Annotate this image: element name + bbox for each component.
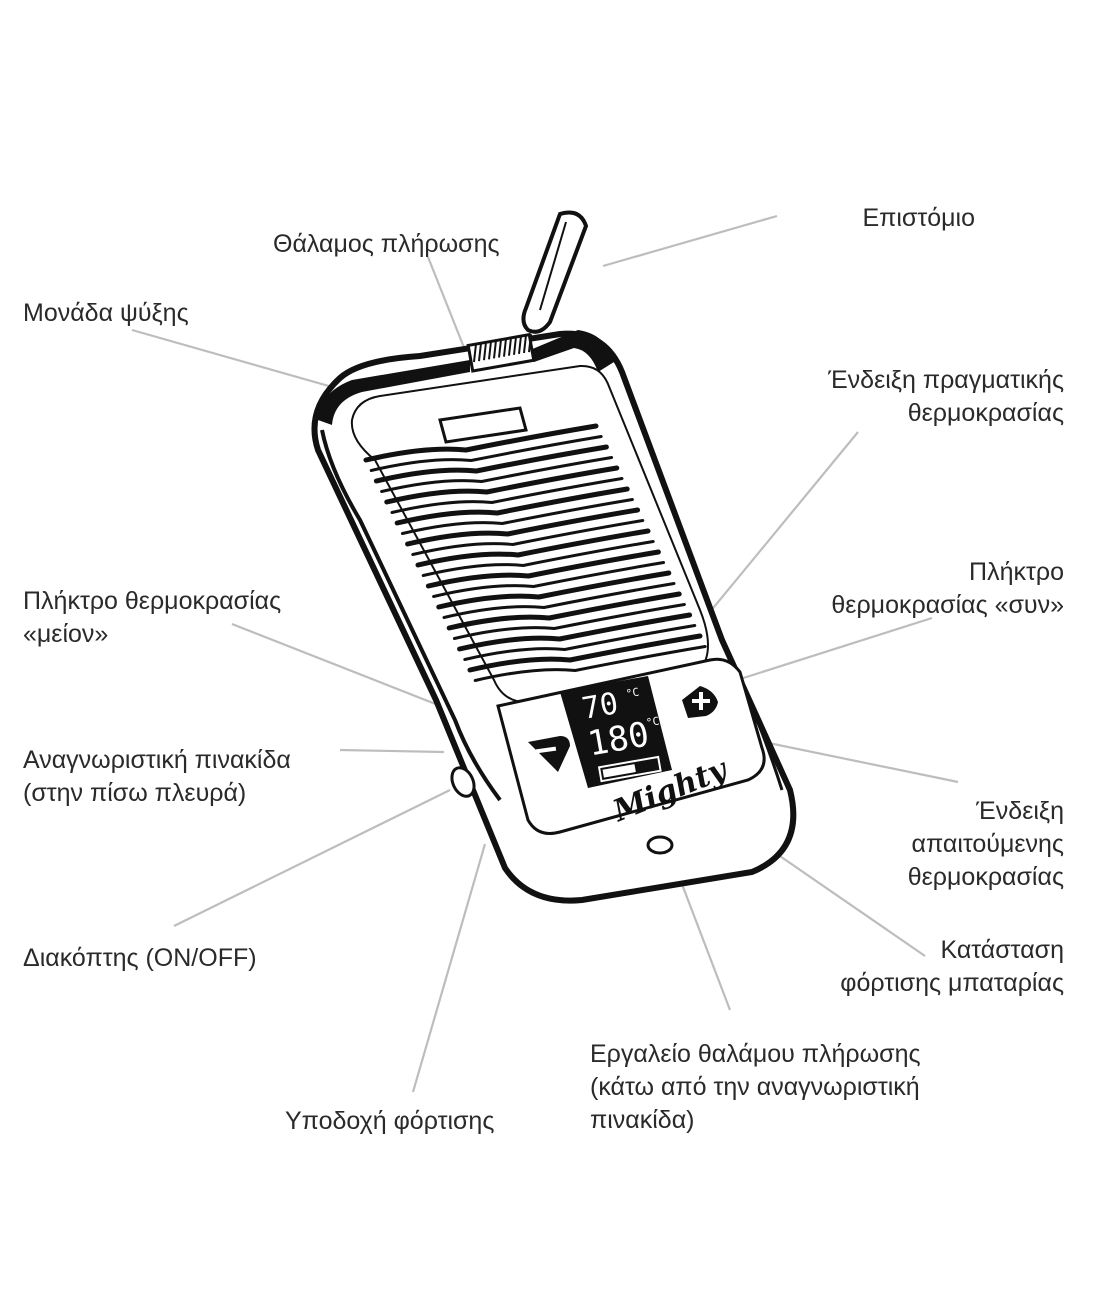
- label-filling-chamber: Θάλαμος πλήρωσης: [273, 230, 500, 258]
- knurl-line: [528, 333, 532, 353]
- cooling-fin: [421, 540, 655, 577]
- minus-icon: [535, 746, 557, 754]
- lcd-display: 70 °C 180 °C: [560, 676, 672, 788]
- cooling-fin: [373, 444, 609, 484]
- cooling-fin: [369, 435, 603, 472]
- leader-power-switch: [173, 789, 451, 927]
- knurl-line: [478, 342, 482, 362]
- plus-button[interactable]: [682, 686, 718, 718]
- label-target-temp: Ένδειξη απαιτούμενης θερμοκρασίας: [907, 797, 1064, 891]
- leader-charging-socket: [411, 843, 487, 1093]
- cooling-fin: [380, 456, 614, 493]
- knurl-line: [488, 341, 492, 360]
- cooling-fin: [394, 486, 630, 526]
- battery-level-bar: [602, 764, 636, 778]
- charging-socket: [646, 835, 674, 855]
- label-charging-socket: Υποδοχή φόρτισης: [285, 1107, 495, 1135]
- label-id-plate: Αναγνωριστική πινακίδα (στην πίσω πλευρά…: [23, 746, 291, 807]
- cooling-fin: [425, 549, 661, 589]
- cooling-fin: [390, 477, 624, 514]
- label-battery-status: Κατάσταση φόρτισης μπαταρίας: [840, 936, 1064, 997]
- chamber-knurl: [473, 333, 532, 363]
- cooling-fin: [411, 519, 645, 556]
- cooling-fin: [473, 645, 707, 682]
- cooling-fin: [457, 612, 693, 652]
- knurl-line: [493, 340, 497, 359]
- cooling-fin: [452, 603, 686, 640]
- cooling-fin: [436, 570, 672, 610]
- target-temp-unit: °C: [645, 714, 660, 729]
- battery-indicator: [597, 755, 662, 783]
- knurl-line: [498, 339, 502, 358]
- cooling-fin: [415, 528, 651, 568]
- knurl-line: [523, 334, 527, 354]
- knurl-line: [473, 343, 477, 363]
- cooling-fin: [446, 591, 682, 631]
- knurl-line: [513, 336, 517, 355]
- label-cooling-unit: Μονάδα ψύξης: [23, 299, 189, 327]
- knurl-line: [508, 337, 512, 356]
- cooling-fin: [463, 624, 697, 661]
- cooling-fin: [400, 498, 634, 535]
- minus-button[interactable]: [528, 736, 570, 772]
- cooling-fin: [363, 423, 599, 463]
- label-power-switch: Διακόπτης (ON/OFF): [23, 944, 257, 972]
- knurl-line: [518, 335, 522, 355]
- cooling-fin: [442, 582, 676, 619]
- actual-temp-unit: °C: [625, 686, 640, 701]
- cooling-fin: [405, 507, 641, 547]
- leader-id-plate: [339, 748, 445, 754]
- label-minus-button: Πλήκτρο θερμοκρασίας «μείον»: [23, 587, 282, 648]
- knurl-line: [503, 338, 507, 357]
- leader-mouthpiece: [602, 214, 778, 268]
- cooling-fin: [432, 561, 666, 598]
- label-mouthpiece: Επιστόμιο: [862, 204, 975, 232]
- actual-temp-value: 70: [579, 686, 621, 727]
- plus-icon: [692, 692, 710, 710]
- cooling-fins: [363, 423, 707, 682]
- cooling-fin: [384, 465, 620, 505]
- label-plus-button: Πλήκτρο θερμοκρασίας «συν»: [831, 558, 1064, 619]
- mouthpiece-part: [521, 210, 589, 334]
- power-switch[interactable]: [448, 764, 479, 800]
- knurl-line: [483, 342, 487, 361]
- cooling-fin: [467, 633, 703, 673]
- label-actual-temp: Ένδειξη πραγματικής θερμοκρασίας: [828, 366, 1064, 427]
- leader-plus-button: [711, 616, 933, 690]
- label-chamber-tool: Εργαλείο θαλάμου πλήρωσης (κάτω από την …: [590, 1040, 921, 1134]
